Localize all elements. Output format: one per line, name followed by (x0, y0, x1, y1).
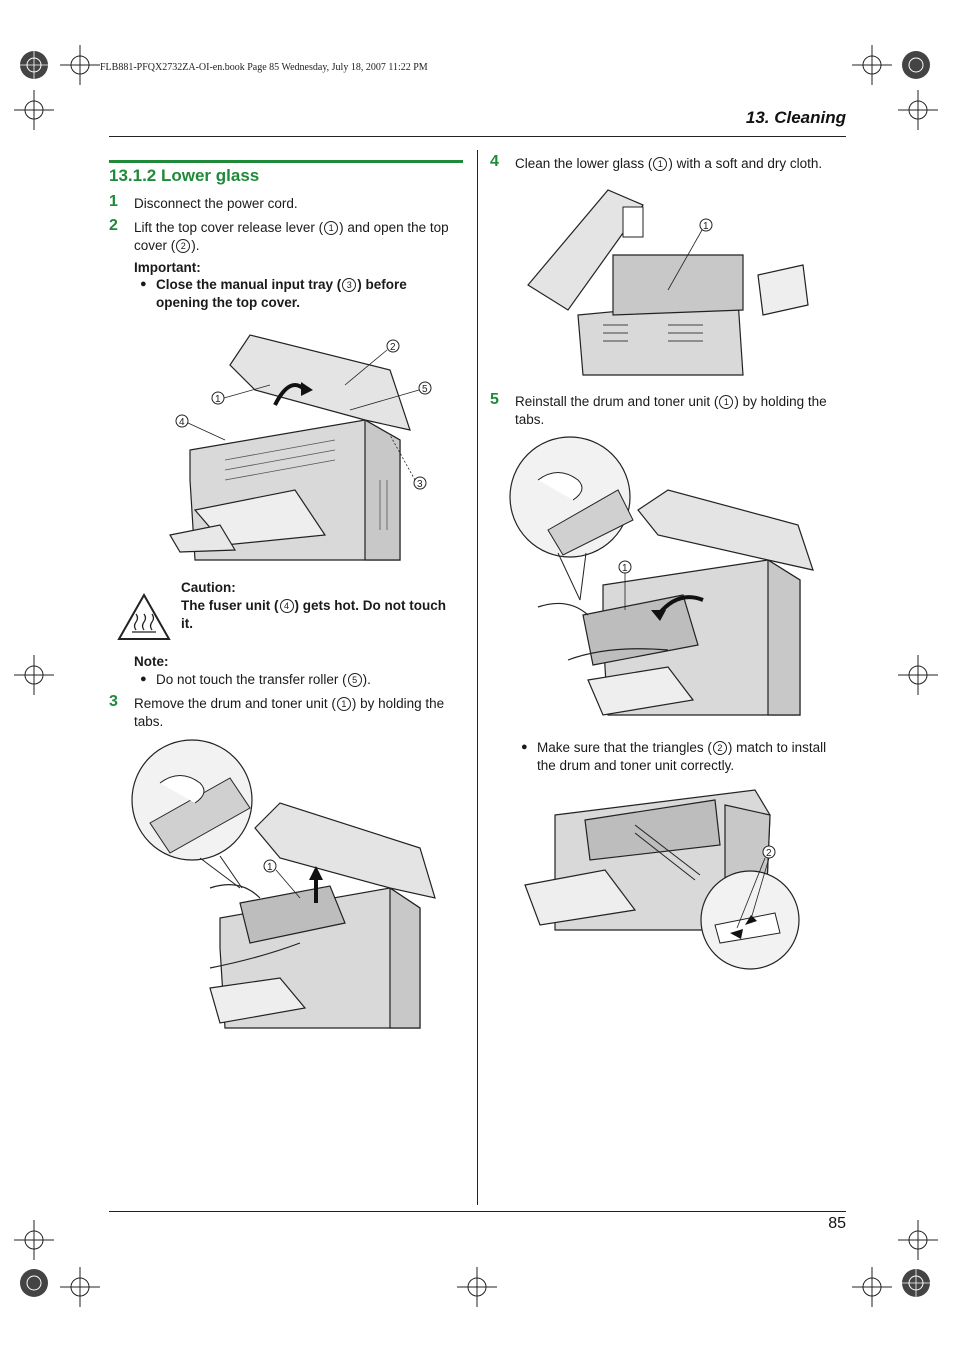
fig6-callout-2: 2 (766, 848, 772, 859)
callout-1-icon: 1 (324, 221, 339, 235)
step-1-text: Disconnect the power cord. (134, 196, 298, 211)
registration-mark-icon (20, 51, 48, 79)
callout-2-icon: 2 (712, 741, 727, 755)
step-5-text: Reinstall the drum and toner unit (1) by… (515, 394, 827, 427)
step-5-number: 5 (490, 391, 499, 408)
important-text: ●Close the manual input tray (3) before … (140, 277, 407, 310)
step-1-number: 1 (109, 193, 118, 210)
step-2-text: Lift the top cover release lever (1) and… (134, 220, 449, 253)
callout-4-icon: 4 (279, 599, 294, 613)
column-divider (477, 150, 478, 1205)
callout-1-icon: 1 (336, 697, 351, 711)
crosshair-mark-icon (898, 655, 938, 695)
caution-text: The fuser unit (4) gets hot. Do not touc… (181, 598, 446, 631)
registration-mark-icon (20, 1269, 48, 1297)
drum-removal-illustration: 1 (131, 739, 436, 1029)
hot-surface-warning-icon (117, 592, 171, 640)
fig3-callout-1: 1 (267, 862, 273, 873)
book-info-line: FLB881-PFQX2732ZA-OI-en.book Page 85 Wed… (100, 62, 428, 73)
callout-2-icon: 2 (176, 238, 191, 253)
crosshair-mark-icon (14, 1220, 54, 1260)
step-3-number: 3 (109, 693, 118, 710)
callout-5-icon: 5 (347, 673, 362, 687)
printer-cover-open-illustration: 2 5 1 4 3 (169, 334, 432, 561)
crosshair-mark-icon (60, 1267, 100, 1307)
crosshair-mark-icon (457, 1267, 497, 1307)
crosshair-mark-icon (60, 45, 100, 85)
page-number: 85 (828, 1215, 846, 1232)
fig1-callout-4: 4 (179, 417, 185, 428)
lower-glass-cleaning-illustration: 1 (527, 189, 809, 376)
crosshair-mark-icon (852, 45, 892, 85)
callout-1-icon: 1 (653, 157, 668, 171)
callout-1-icon: 1 (719, 395, 734, 409)
fig1-callout-5: 5 (422, 384, 428, 395)
note-label: Note: (134, 654, 169, 669)
crosshair-mark-icon (898, 1220, 938, 1260)
crosshair-mark-icon (898, 90, 938, 130)
subsection-title: 13.1.2 Lower glass (109, 166, 260, 185)
note-text: ●Do not touch the transfer roller (5). (140, 672, 371, 687)
fig1-callout-1: 1 (215, 394, 221, 405)
section-header: 13. Cleaning (745, 108, 846, 127)
bullet-icon: ● (140, 673, 147, 685)
registration-mark-icon (902, 51, 930, 79)
crosshair-mark-icon (14, 90, 54, 130)
fig4-callout-1: 1 (703, 221, 709, 232)
step-3-text: Remove the drum and toner unit (1) by ho… (134, 696, 445, 729)
step-5-bullet: ●Make sure that the triangles (2) match … (521, 740, 827, 773)
registration-mark-icon (902, 1269, 930, 1297)
fig5-callout-1: 1 (622, 563, 628, 574)
subsection-accent-bar (109, 160, 463, 163)
header-rule (109, 136, 846, 137)
drum-reinstall-illustration: 1 (509, 436, 814, 716)
step-4-number: 4 (490, 153, 499, 170)
crosshair-mark-icon (14, 655, 54, 695)
bullet-icon: ● (140, 278, 147, 290)
bullet-icon: ● (521, 741, 528, 753)
step-2-number: 2 (109, 217, 118, 234)
caution-label: Caution: (181, 580, 236, 595)
fig1-callout-3: 3 (417, 479, 423, 490)
footer-rule (109, 1211, 846, 1212)
crosshair-mark-icon (852, 1267, 892, 1307)
triangle-alignment-illustration: 2 (524, 789, 800, 970)
step-4-text: Clean the lower glass (1) with a soft an… (515, 156, 823, 171)
callout-3-icon: 3 (342, 278, 357, 292)
important-label: Important: (134, 260, 201, 275)
fig1-callout-2: 2 (390, 342, 396, 353)
